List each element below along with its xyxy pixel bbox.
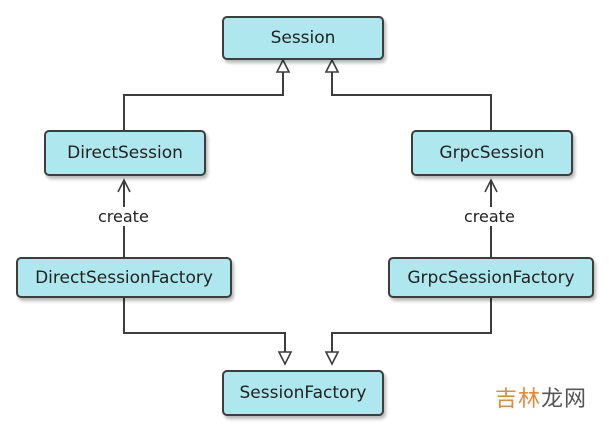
- watermark-logo: 吉林龙网: [495, 381, 587, 413]
- node-session: Session: [222, 16, 384, 60]
- node-grpc-session-factory: GrpcSessionFactory: [388, 257, 594, 298]
- inherit-arrow-right: [324, 58, 340, 73]
- node-session-factory: SessionFactory: [222, 370, 384, 416]
- inherit-arrow-bottom-left: [277, 351, 293, 366]
- label-create-right: create: [462, 207, 517, 226]
- inherit-arrow-left: [275, 58, 291, 73]
- edge-directfactory-to-sessionfactory: [123, 298, 286, 363]
- inherit-arrow-bottom-right: [324, 351, 340, 366]
- watermark-accent-text: 吉林: [494, 387, 541, 412]
- node-direct-session: DirectSession: [44, 130, 206, 176]
- create-arrow-right: [484, 178, 498, 193]
- edge-grpcfactory-to-sessionfactory: [331, 298, 492, 363]
- edge-directsession-to-session: [123, 62, 284, 130]
- create-arrow-left: [117, 178, 131, 193]
- watermark-rest-text: 龙网: [540, 387, 587, 412]
- label-create-left: create: [96, 207, 151, 226]
- node-direct-session-factory: DirectSessionFactory: [16, 257, 232, 298]
- node-grpc-session: GrpcSession: [411, 130, 573, 176]
- edge-grpcsession-to-session: [331, 62, 492, 130]
